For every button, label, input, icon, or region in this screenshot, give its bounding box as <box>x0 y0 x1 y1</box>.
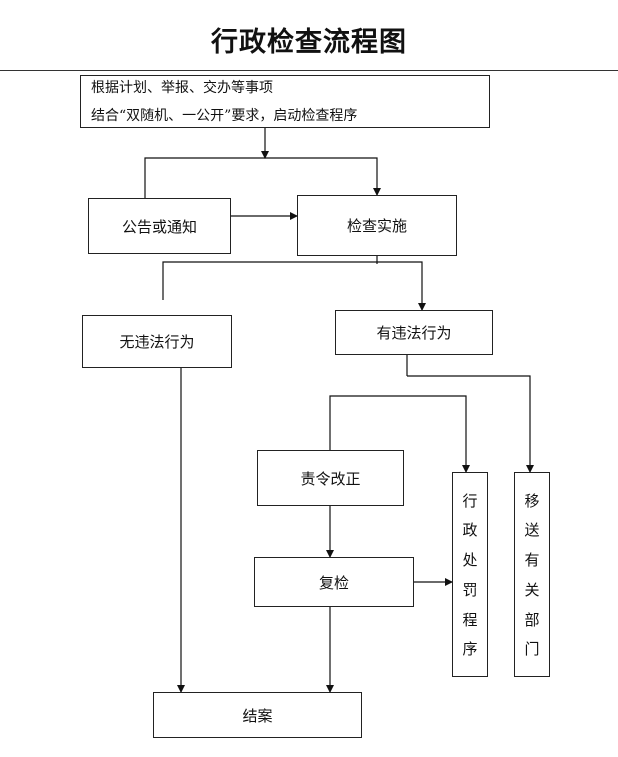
close-label: 结案 <box>242 706 273 725</box>
transfer-char: 关 <box>524 580 540 599</box>
start-node: 根据计划、举报、交办等事项 结合“双随机、一公开”要求，启动检查程序 <box>80 75 490 128</box>
rectify-node: 责令改正 <box>257 450 404 506</box>
transfer-node: 移 送 有 关 部 门 <box>514 472 550 677</box>
recheck-label: 复检 <box>318 573 349 592</box>
implement-label: 检查实施 <box>346 217 407 235</box>
title-divider <box>0 70 618 71</box>
implement-node: 检查实施 <box>297 195 457 256</box>
no-violation-node: 无违法行为 <box>82 315 232 368</box>
close-node: 结案 <box>153 692 362 738</box>
transfer-char: 有 <box>524 551 540 570</box>
penalty-char: 处 <box>462 551 478 570</box>
penalty-char: 罚 <box>462 580 478 599</box>
penalty-char: 政 <box>462 521 478 540</box>
penalty-char: 程 <box>462 610 478 629</box>
start-line-1: 根据计划、举报、交办等事项 <box>91 79 273 96</box>
penalty-node: 行 政 处 罚 程 序 <box>452 472 488 677</box>
rectify-label: 责令改正 <box>300 469 361 488</box>
connector-to-no-violation <box>162 261 426 311</box>
start-line-2: 结合“双随机、一公开”要求，启动检查程序 <box>91 107 358 124</box>
violation-node: 有违法行为 <box>335 310 493 355</box>
connector-split-left <box>144 157 381 198</box>
notice-label: 公告或通知 <box>121 217 197 236</box>
transfer-char: 送 <box>524 521 540 540</box>
notice-node: 公告或通知 <box>88 198 231 254</box>
transfer-char: 门 <box>524 640 540 659</box>
transfer-char: 移 <box>524 491 540 510</box>
penalty-char: 序 <box>462 640 478 659</box>
transfer-char: 部 <box>524 610 540 629</box>
violation-label: 有违法行为 <box>376 324 452 342</box>
recheck-node: 复检 <box>254 557 414 607</box>
diagram-title: 行政检查流程图 <box>211 27 407 58</box>
connector-to-rectify <box>329 395 470 473</box>
connector-to-transfer <box>407 375 534 473</box>
no-violation-label: 无违法行为 <box>119 333 195 351</box>
penalty-char: 行 <box>462 491 478 510</box>
